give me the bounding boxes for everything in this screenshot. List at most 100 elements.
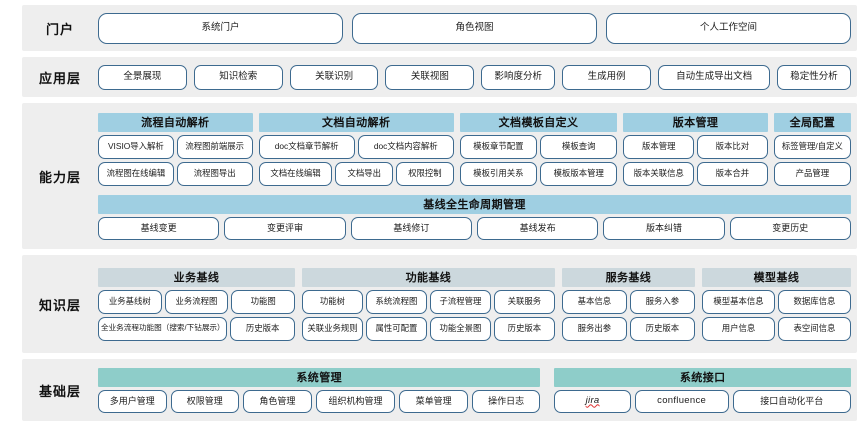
cap-item-doc-content-parse[interactable]: doc文档内容解析	[357, 134, 454, 159]
cap-item-template-chapter-config[interactable]: 模板章节配置	[459, 134, 538, 159]
fnd-item-operation-log[interactable]: 操作日志	[471, 389, 541, 413]
kno-item-related-service[interactable]: 关联服务	[493, 289, 555, 314]
baseline-item-version-correction[interactable]: 版本纠错	[603, 216, 725, 240]
capability-group-title: 版本管理	[623, 112, 768, 132]
layer-portal: 门户 系统门户 角色视图 个人工作空间	[22, 5, 857, 51]
fnd-item-menu-mgmt[interactable]: 菜单管理	[399, 389, 468, 413]
knowledge-group-title: 业务基线	[98, 267, 295, 287]
capability-group-title: 文档自动解析	[258, 112, 454, 132]
knowledge-group-business-baseline: 业务基线 业务基线树 业务流程图 功能图 全业务流程功能图（搜索/下钻展示） 历…	[98, 267, 295, 341]
app-item-auto-export-doc[interactable]: 自动生成导出文档	[658, 64, 771, 90]
kno-item-function-chart[interactable]: 功能图	[231, 289, 295, 314]
knowledge-group-row: 功能树 系统流程图 子流程管理 关联服务	[301, 289, 555, 314]
cap-item-visio-import-parse[interactable]: VISIO导入解析	[98, 134, 174, 159]
kno-item-database-info[interactable]: 数据库信息	[777, 289, 851, 314]
fnd-item-confluence[interactable]: confluence	[634, 389, 729, 413]
layer-label-foundation: 基础层	[38, 383, 81, 399]
cap-item-version-merge[interactable]: 版本合并	[697, 161, 768, 186]
capability-group-doc-parse: 文档自动解析 doc文档章节解析 doc文档内容解析 文档在线编辑 文档导出 权…	[258, 112, 454, 186]
app-item-relation-view[interactable]: 关联视图	[385, 64, 475, 90]
capability-group-row: 版本管理 版本比对	[623, 134, 768, 159]
kno-item-basic-info[interactable]: 基本信息	[561, 289, 627, 314]
cap-item-template-reference[interactable]: 模板引用关系	[459, 161, 538, 186]
capability-group-title: 全局配置	[773, 112, 851, 132]
kno-item-business-flow-chart[interactable]: 业务流程图	[164, 289, 229, 314]
capability-group-doc-template: 文档模板自定义 模板章节配置 模板查询 模板引用关系 模板版本管理	[459, 112, 618, 186]
kno-item-function-panorama[interactable]: 功能全景图	[429, 316, 491, 341]
baseline-item-release[interactable]: 基线发布	[476, 216, 599, 240]
knowledge-groups: 业务基线 业务基线树 业务流程图 功能图 全业务流程功能图（搜索/下钻展示） 历…	[98, 267, 851, 341]
cap-item-template-query[interactable]: 模板查询	[540, 134, 618, 159]
kno-item-subprocess-mgmt[interactable]: 子流程管理	[429, 289, 491, 314]
kno-item-business-baseline-tree[interactable]: 业务基线树	[98, 289, 162, 314]
portal-item-role-view[interactable]: 角色视图	[352, 12, 597, 44]
foundation-group-title: 系统接口	[554, 367, 851, 387]
layer-label-knowledge: 知识层	[38, 297, 81, 313]
fnd-item-jira[interactable]: jira	[554, 389, 631, 413]
kno-item-history-version[interactable]: 历史版本	[493, 316, 555, 341]
fnd-item-permission-mgmt[interactable]: 权限管理	[170, 389, 240, 413]
knowledge-group-row: 用户信息 表空间信息	[701, 316, 851, 341]
capability-group-row: 标签管理/自定义	[773, 134, 851, 159]
kno-item-system-flow-chart[interactable]: 系统流程图	[365, 289, 427, 314]
cap-item-permission-control[interactable]: 权限控制	[396, 161, 454, 186]
knowledge-group-row: 服务出参 历史版本	[561, 316, 695, 341]
app-item-relation-identify[interactable]: 关联识别	[289, 64, 379, 90]
kno-item-attribute-configurable[interactable]: 属性可配置	[365, 316, 427, 341]
kno-item-user-info[interactable]: 用户信息	[701, 316, 775, 341]
jira-label: jira	[585, 394, 600, 406]
cap-item-template-version-mgmt[interactable]: 模板版本管理	[540, 161, 618, 186]
fnd-item-role-mgmt[interactable]: 角色管理	[243, 389, 312, 413]
kno-item-function-tree[interactable]: 功能树	[301, 289, 363, 314]
portal-item-system-portal[interactable]: 系统门户	[98, 12, 343, 44]
knowledge-group-model-baseline: 模型基线 模型基本信息 数据库信息 用户信息 表空间信息	[701, 267, 851, 341]
cap-item-product-mgmt[interactable]: 产品管理	[773, 161, 851, 186]
kno-item-service-input-param[interactable]: 服务入参	[629, 289, 695, 314]
kno-item-history-version[interactable]: 历史版本	[629, 316, 695, 341]
cap-item-flow-frontend-display[interactable]: 流程图前端展示	[176, 134, 253, 159]
cap-item-doc-export[interactable]: 文档导出	[335, 161, 394, 186]
baseline-item-revision[interactable]: 基线修订	[350, 216, 472, 240]
layer-label-portal: 门户	[45, 21, 74, 37]
baseline-item-change[interactable]: 基线变更	[98, 216, 220, 240]
knowledge-group-row: 关联业务规则 属性可配置 功能全景图 历史版本	[301, 316, 555, 341]
capability-group-process-parse: 流程自动解析 VISIO导入解析 流程图前端展示 流程图在线编辑 流程图导出	[98, 112, 253, 186]
foundation-group-system-interface: 系统接口 jira confluence 接口自动化平台	[554, 367, 851, 413]
cap-item-tag-mgmt-custom[interactable]: 标签管理/自定义	[773, 134, 851, 159]
fnd-item-org-structure-mgmt[interactable]: 组织机构管理	[315, 389, 396, 413]
kno-item-tablespace-info[interactable]: 表空间信息	[777, 316, 851, 341]
baseline-item-change-history[interactable]: 变更历史	[729, 216, 851, 240]
capability-group-row: 版本关联信息 版本合并	[623, 161, 768, 186]
capability-group-row: doc文档章节解析 doc文档内容解析	[258, 134, 454, 159]
cap-item-flow-online-edit[interactable]: 流程图在线编辑	[98, 161, 174, 186]
cap-item-version-relation-info[interactable]: 版本关联信息	[623, 161, 695, 186]
layer-application: 应用层 全景展现 知识检索 关联识别 关联视图 影响度分析 生成用例 自动生成导…	[22, 57, 857, 97]
knowledge-group-service-baseline: 服务基线 基本信息 服务入参 服务出参 历史版本	[561, 267, 695, 341]
fnd-item-interface-automation-platform[interactable]: 接口自动化平台	[732, 389, 851, 413]
app-item-stability-analysis[interactable]: 稳定性分析	[777, 64, 851, 90]
baseline-item-change-review[interactable]: 变更评审	[224, 216, 346, 240]
kno-item-full-business-flow-function-chart[interactable]: 全业务流程功能图（搜索/下钻展示）	[98, 316, 228, 341]
baseline-title: 基线全生命周期管理	[98, 194, 851, 214]
cap-item-version-mgmt[interactable]: 版本管理	[623, 134, 695, 159]
cap-item-version-compare[interactable]: 版本比对	[697, 134, 768, 159]
knowledge-group-row: 基本信息 服务入参	[561, 289, 695, 314]
cap-item-doc-chapter-parse[interactable]: doc文档章节解析	[258, 134, 355, 159]
portal-item-personal-workspace[interactable]: 个人工作空间	[606, 12, 851, 44]
app-item-generate-usecase[interactable]: 生成用例	[562, 64, 652, 90]
capability-baseline-block: 基线全生命周期管理 基线变更 变更评审 基线修订 基线发布 版本纠错 变更历史	[98, 194, 851, 240]
capability-group-row: 流程图在线编辑 流程图导出	[98, 161, 253, 186]
kno-item-related-business-rule[interactable]: 关联业务规则	[301, 316, 363, 341]
layer-knowledge: 知识层 业务基线 业务基线树 业务流程图 功能图 全业务流程功能图（搜索/下钻展…	[22, 255, 857, 353]
app-item-impact-analysis[interactable]: 影响度分析	[481, 64, 556, 90]
kno-item-history-version[interactable]: 历史版本	[230, 316, 295, 341]
kno-item-service-output-param[interactable]: 服务出参	[561, 316, 627, 341]
app-item-knowledge-search[interactable]: 知识检索	[193, 64, 283, 90]
fnd-item-multi-user-mgmt[interactable]: 多用户管理	[98, 389, 167, 413]
kno-item-model-basic-info[interactable]: 模型基本信息	[701, 289, 775, 314]
cap-item-doc-online-edit[interactable]: 文档在线编辑	[258, 161, 333, 186]
cap-item-flow-export[interactable]: 流程图导出	[176, 161, 253, 186]
app-item-panorama[interactable]: 全景展现	[98, 64, 187, 90]
capability-groups: 流程自动解析 VISIO导入解析 流程图前端展示 流程图在线编辑 流程图导出 文…	[98, 112, 851, 186]
knowledge-group-function-baseline: 功能基线 功能树 系统流程图 子流程管理 关联服务 关联业务规则 属性可配置 功…	[301, 267, 555, 341]
